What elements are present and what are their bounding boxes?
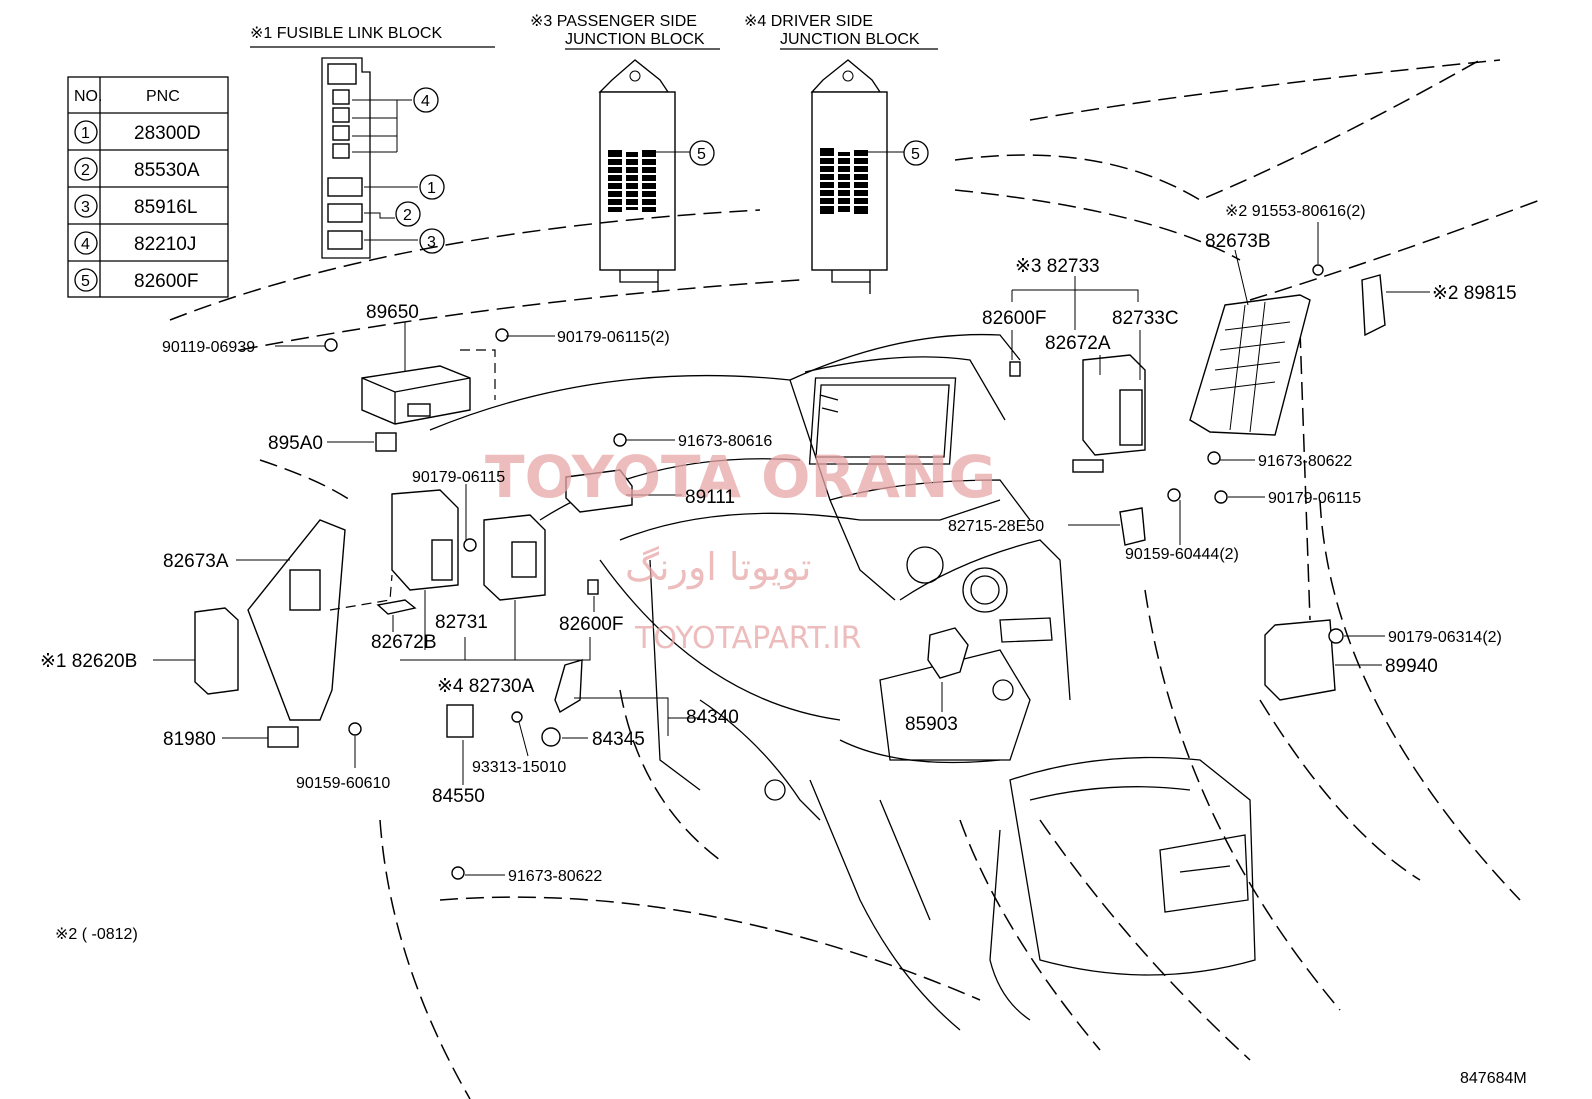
part-label: 93313-15010 [472, 759, 566, 776]
part-label: 84345 [592, 729, 645, 750]
fusible-link-title: ※1 FUSIBLE LINK BLOCK [250, 25, 442, 42]
part-label: 82672B [371, 632, 437, 653]
part-label: 89650 [366, 302, 419, 323]
fusible-link-block-inset: ※1 FUSIBLE LINK BLOCK 4 1 2 3 [250, 25, 495, 259]
driver-junction-block-inset: ※4 DRIVER SIDE JUNCTION BLOCK 5 [744, 13, 938, 294]
legend-row-no: 2 [81, 162, 90, 179]
vehicle-body-outline [169, 59, 1541, 1099]
part-label: 82673B [1205, 231, 1271, 252]
diagram-id: 847684M [1460, 1070, 1527, 1087]
passenger-junction-block-inset: ※3 PASSENGER SIDE JUNCTION BLOCK 5 [530, 13, 720, 292]
part-label: 895A0 [268, 433, 323, 454]
watermark-persian: تویوتا اورنگ [625, 545, 812, 590]
part-labels: 89650 90119-06939 90179-06115(2) 895A0 9… [40, 203, 1517, 885]
part-label: 84550 [432, 786, 485, 807]
legend-row-no: 4 [81, 236, 90, 253]
part-label: 91673-80616 [678, 433, 772, 450]
part-label: 84340 [686, 707, 739, 728]
part-label: 89111 [685, 487, 735, 508]
leader-lines [153, 222, 1430, 876]
passenger-jb-title-1: ※3 PASSENGER SIDE [530, 13, 697, 30]
pnc-legend-table: NO. PNC 1 28300D 2 85530A 3 85916L 4 822… [67, 76, 229, 298]
part-label: 82600F [559, 614, 623, 635]
callout-number: 5 [697, 146, 706, 163]
part-label: 91673-80622 [1258, 453, 1352, 470]
legend-header-no: NO. [74, 88, 102, 105]
legend-row-pnc: 85530A [134, 160, 200, 181]
legend-row-no: 3 [81, 199, 90, 216]
callout-number: 3 [427, 234, 436, 251]
watermark: TOYOTA ORANG تویوتا اورنگ TOYOTAPART.IR [485, 443, 996, 656]
footnote: ※2 ( -0812) [55, 926, 138, 943]
part-label: ※2 89815 [1432, 283, 1517, 304]
callout-number: 1 [427, 180, 436, 197]
part-label: ※2 91553-80616(2) [1225, 203, 1366, 220]
part-label: 82731 [435, 612, 488, 633]
part-label: ※1 82620B [40, 651, 137, 672]
part-label: 90179-06115 [412, 469, 505, 486]
passenger-jb-title-2: JUNCTION BLOCK [565, 31, 705, 48]
part-label: 82672A [1045, 333, 1111, 354]
watermark-site: TOYOTAPART.IR [634, 621, 861, 656]
callout-number: 2 [403, 207, 412, 224]
part-label: 82733C [1112, 308, 1179, 329]
legend-row-pnc: 85916L [134, 197, 197, 218]
legend-row-pnc: 82210J [134, 234, 196, 255]
watermark-brand: TOYOTA ORANG [485, 443, 996, 511]
part-label: 81980 [163, 729, 216, 750]
part-label: 91673-80622 [508, 868, 602, 885]
part-label: 90179-06115(2) [557, 329, 670, 346]
legend-row-pnc: 82600F [134, 271, 198, 292]
driver-jb-title-1: ※4 DRIVER SIDE [744, 13, 873, 30]
legend-row-no: 1 [81, 125, 90, 142]
part-label: 90179-06115 [1268, 490, 1361, 507]
part-label: 90179-06314(2) [1388, 629, 1502, 646]
part-label: 89940 [1385, 656, 1438, 677]
part-label: ※4 82730A [437, 676, 535, 697]
part-label: 82600F [982, 308, 1046, 329]
callout-number: 5 [911, 146, 920, 163]
part-label: 82673A [163, 551, 229, 572]
legend-row-no: 5 [81, 273, 90, 290]
callout-number: 4 [421, 93, 430, 110]
driver-jb-title-2: JUNCTION BLOCK [780, 31, 920, 48]
part-label: ※3 82733 [1015, 256, 1100, 277]
part-label: 90119-06939 [162, 339, 255, 356]
part-label: 90159-60444(2) [1125, 546, 1239, 563]
legend-row-pnc: 28300D [134, 123, 201, 144]
part-label: 82715-28E50 [948, 518, 1044, 535]
legend-header-pnc: PNC [146, 88, 180, 105]
component-drawings [194, 264, 1386, 880]
part-label: 85903 [905, 714, 958, 735]
part-label: 90159-60610 [296, 775, 390, 792]
